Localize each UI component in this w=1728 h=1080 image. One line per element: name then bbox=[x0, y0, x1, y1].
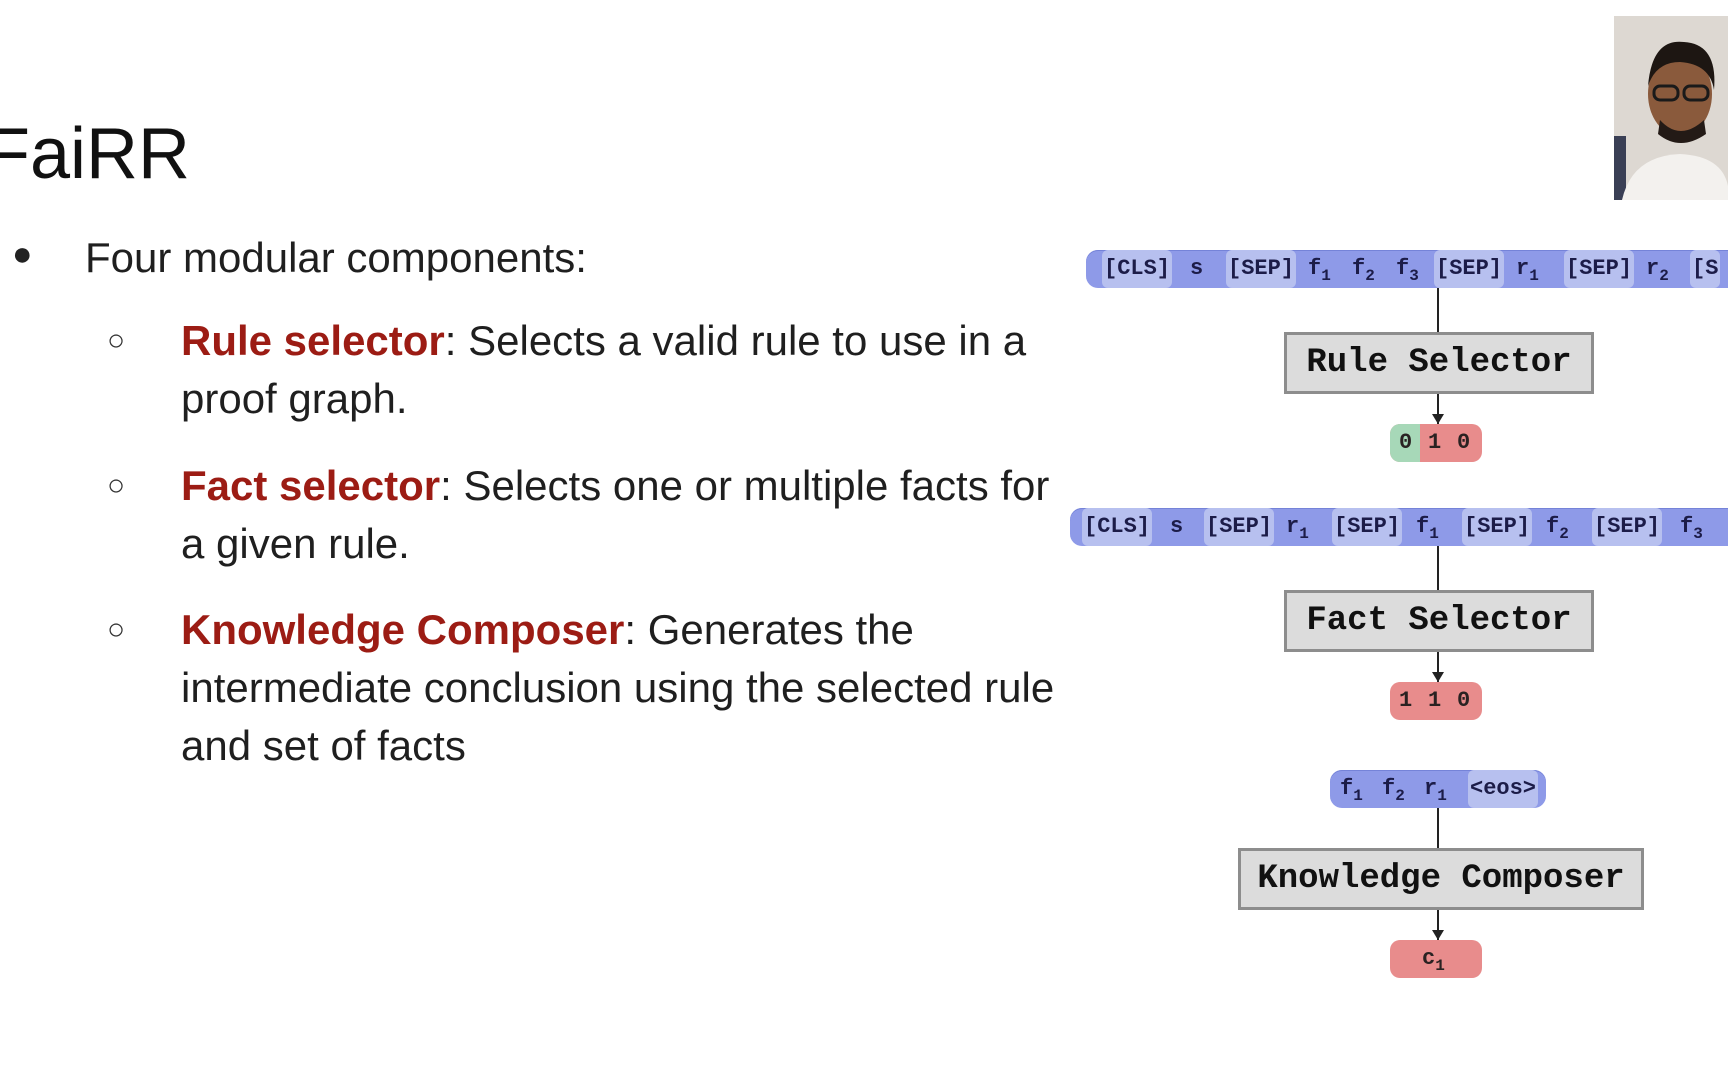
arrow bbox=[1437, 546, 1439, 600]
arrow bbox=[1437, 288, 1439, 342]
desc-fact-selector: : Selects one or multiple facts for a gi… bbox=[181, 462, 1050, 567]
composer-output: c1 bbox=[1390, 940, 1482, 978]
sub-bullet-icon: ○ bbox=[107, 324, 126, 357]
sub-item-rule-selector: Rule selector: Selects a valid rule to u… bbox=[181, 312, 1061, 428]
fact-output-0: 1 bbox=[1399, 688, 1413, 713]
token-f1: f1 bbox=[1308, 256, 1331, 285]
token-cls: [CLS] bbox=[1082, 508, 1153, 546]
token-r2: r2 bbox=[1646, 256, 1669, 285]
token-f3: f3 bbox=[1680, 514, 1703, 543]
term-rule-selector: Rule selector bbox=[181, 317, 445, 364]
token-sep: [SEP] bbox=[1564, 250, 1635, 288]
bullet-dot-icon: ● bbox=[12, 235, 33, 273]
sub-item-fact-selector: Fact selector: Selects one or multiple f… bbox=[181, 457, 1061, 573]
fact-output-vector: 1 1 0 bbox=[1390, 682, 1482, 720]
token-sep: [SEP] bbox=[1332, 508, 1403, 546]
fairr-diagram: [CLS] s [SEP] f1 f2 f3 [SEP] r1 [SEP] r2… bbox=[1070, 240, 1728, 1000]
token-cls: [CLS] bbox=[1102, 250, 1173, 288]
sub-item-knowledge-composer: Knowledge Composer: Generates the interm… bbox=[181, 601, 1061, 775]
arrow-head-icon bbox=[1432, 930, 1444, 940]
token-r1: r1 bbox=[1424, 776, 1447, 805]
desc-rule-selector: : Selects a valid rule to use in a proof… bbox=[181, 317, 1027, 422]
bullet-text: Four modular components: bbox=[85, 234, 587, 281]
sub-bullet-icon: ○ bbox=[107, 613, 126, 646]
presenter-webcam bbox=[1614, 16, 1728, 200]
fact-selector-box: Fact Selector bbox=[1284, 590, 1594, 652]
token-f1: f1 bbox=[1416, 514, 1439, 543]
rule-output-1: 1 bbox=[1428, 430, 1442, 455]
rule-output-0: 0 bbox=[1399, 430, 1413, 455]
arrow bbox=[1437, 394, 1439, 424]
slide-title: FaiRR bbox=[0, 114, 191, 194]
token-s: s bbox=[1170, 514, 1184, 539]
token-sep: [SEP] bbox=[1204, 508, 1275, 546]
arrow-head-icon bbox=[1432, 414, 1444, 424]
fact-output-2: 0 bbox=[1457, 688, 1471, 713]
input-token-bar-1: [CLS] s [SEP] f1 f2 f3 [SEP] r1 [SEP] r2… bbox=[1086, 250, 1728, 288]
arrow bbox=[1437, 808, 1439, 858]
sub-bullet-icon: ○ bbox=[107, 469, 126, 502]
rule-selector-box: Rule Selector bbox=[1284, 332, 1594, 394]
fact-output-1: 1 bbox=[1428, 688, 1442, 713]
token-sep: [SEP] bbox=[1462, 508, 1533, 546]
input-token-bar-2: [CLS] s [SEP] r1 [SEP] f1 [SEP] f2 [SEP]… bbox=[1070, 508, 1728, 546]
knowledge-composer-box: Knowledge Composer bbox=[1238, 848, 1644, 910]
token-eos: <eos> bbox=[1468, 770, 1539, 808]
token-sep: [SEP] bbox=[1226, 250, 1297, 288]
token-f2: f2 bbox=[1546, 514, 1569, 543]
selected-highlight bbox=[1390, 424, 1420, 462]
token-f2: f2 bbox=[1352, 256, 1375, 285]
input-token-bar-3: f1 f2 r1 <eos> bbox=[1330, 770, 1546, 808]
token-f3: f3 bbox=[1396, 256, 1419, 285]
term-knowledge-composer: Knowledge Composer bbox=[181, 606, 625, 653]
presenter-video-icon bbox=[1614, 16, 1728, 200]
arrow-head-icon bbox=[1432, 672, 1444, 682]
token-s: s bbox=[1190, 256, 1204, 281]
term-fact-selector: Fact selector bbox=[181, 462, 441, 509]
token-r1: r1 bbox=[1516, 256, 1539, 285]
arrow bbox=[1437, 910, 1439, 940]
token-sep: [SEP] bbox=[1592, 508, 1663, 546]
rule-output-2: 0 bbox=[1457, 430, 1471, 455]
desc-knowledge-composer: : Generates the intermediate conclusion … bbox=[181, 606, 1055, 769]
rule-output-vector: 0 1 0 bbox=[1390, 424, 1482, 462]
token-r1: r1 bbox=[1286, 514, 1309, 543]
conclusion-c1: c1 bbox=[1422, 946, 1445, 975]
token-sep-partial: [S bbox=[1690, 250, 1721, 288]
token-f1: f1 bbox=[1340, 776, 1363, 805]
token-sep: [SEP] bbox=[1434, 250, 1505, 288]
token-f2: f2 bbox=[1382, 776, 1405, 805]
arrow bbox=[1437, 652, 1439, 682]
